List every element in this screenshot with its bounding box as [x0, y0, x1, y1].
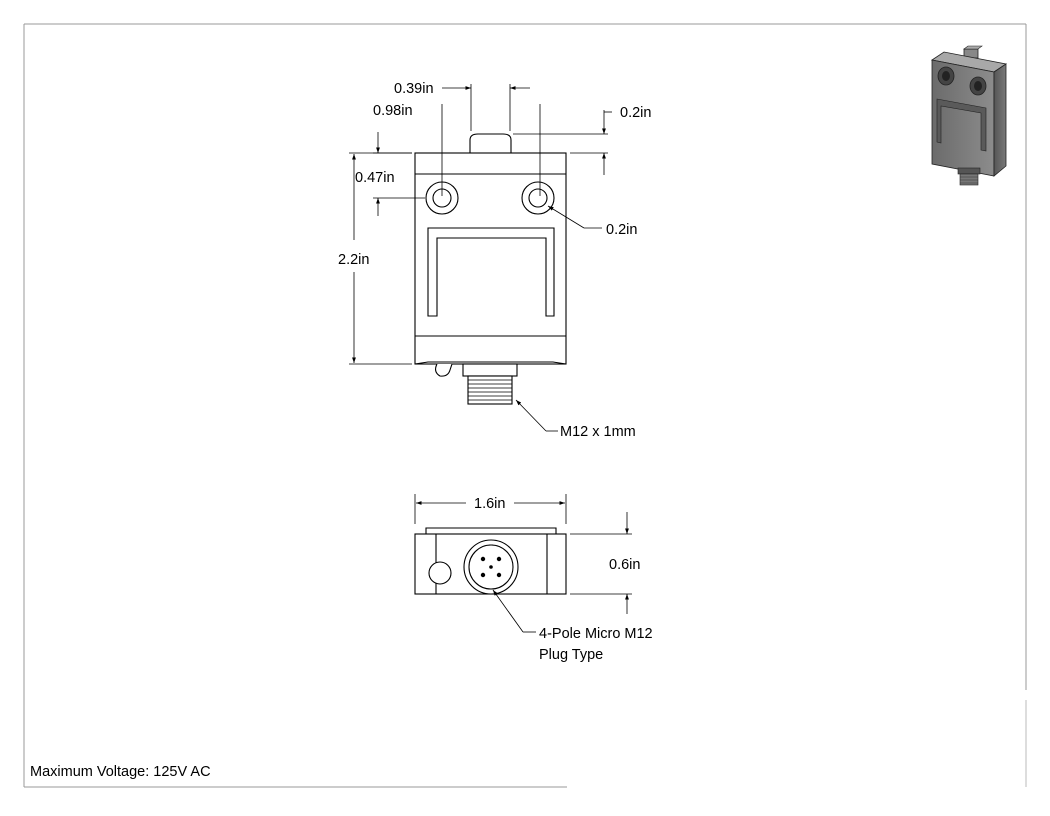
dim-label-body-width: 1.6in	[474, 496, 505, 512]
dim-hole-diameter: 0.2in	[547, 205, 637, 238]
callout-label-connector-line1: 4-Pole Micro M12	[539, 626, 653, 642]
callout-label-thread: M12 x 1mm	[560, 424, 636, 440]
dim-body-height: 2.2in	[338, 152, 412, 365]
dim-label-body-depth: 0.6in	[609, 557, 640, 573]
dim-label-body-height: 2.2in	[338, 252, 369, 268]
sheet-frame	[23, 23, 1027, 788]
dim-label-hole-spacing: 0.98in	[373, 103, 413, 119]
front-view	[414, 133, 567, 405]
dim-body-depth: 0.6in	[570, 512, 640, 614]
m12-plug-face	[463, 539, 519, 595]
bottom-view	[414, 527, 567, 595]
dim-label-hole-diameter: 0.2in	[606, 222, 637, 238]
mounting-hole-right-inner	[528, 188, 548, 208]
connector-collar	[462, 363, 518, 377]
label-window	[427, 227, 555, 317]
isometric-preview	[930, 45, 1008, 186]
dim-plunger-height: 0.2in	[513, 105, 651, 175]
callout-thread: M12 x 1mm	[515, 399, 636, 440]
plunger	[469, 133, 512, 153]
max-voltage-note: Maximum Voltage: 125V AC	[30, 764, 211, 780]
callout-connector: 4-Pole Micro M12 Plug Type	[492, 589, 653, 663]
actuator-nub	[434, 363, 453, 377]
dim-label-hole-offset: 0.47in	[355, 170, 395, 186]
bottom-view-lip	[425, 527, 557, 534]
dim-label-top-width: 0.39in	[394, 81, 434, 97]
nub-circle	[428, 561, 452, 585]
dim-body-width: 1.6in	[414, 494, 567, 524]
dim-label-plunger-height: 0.2in	[620, 105, 651, 121]
connector-thread	[467, 375, 513, 405]
dim-hole-spacing: 0.98in	[373, 103, 541, 196]
callout-label-connector-line2: Plug Type	[539, 647, 603, 663]
dim-top-width: 0.39in	[394, 81, 530, 131]
